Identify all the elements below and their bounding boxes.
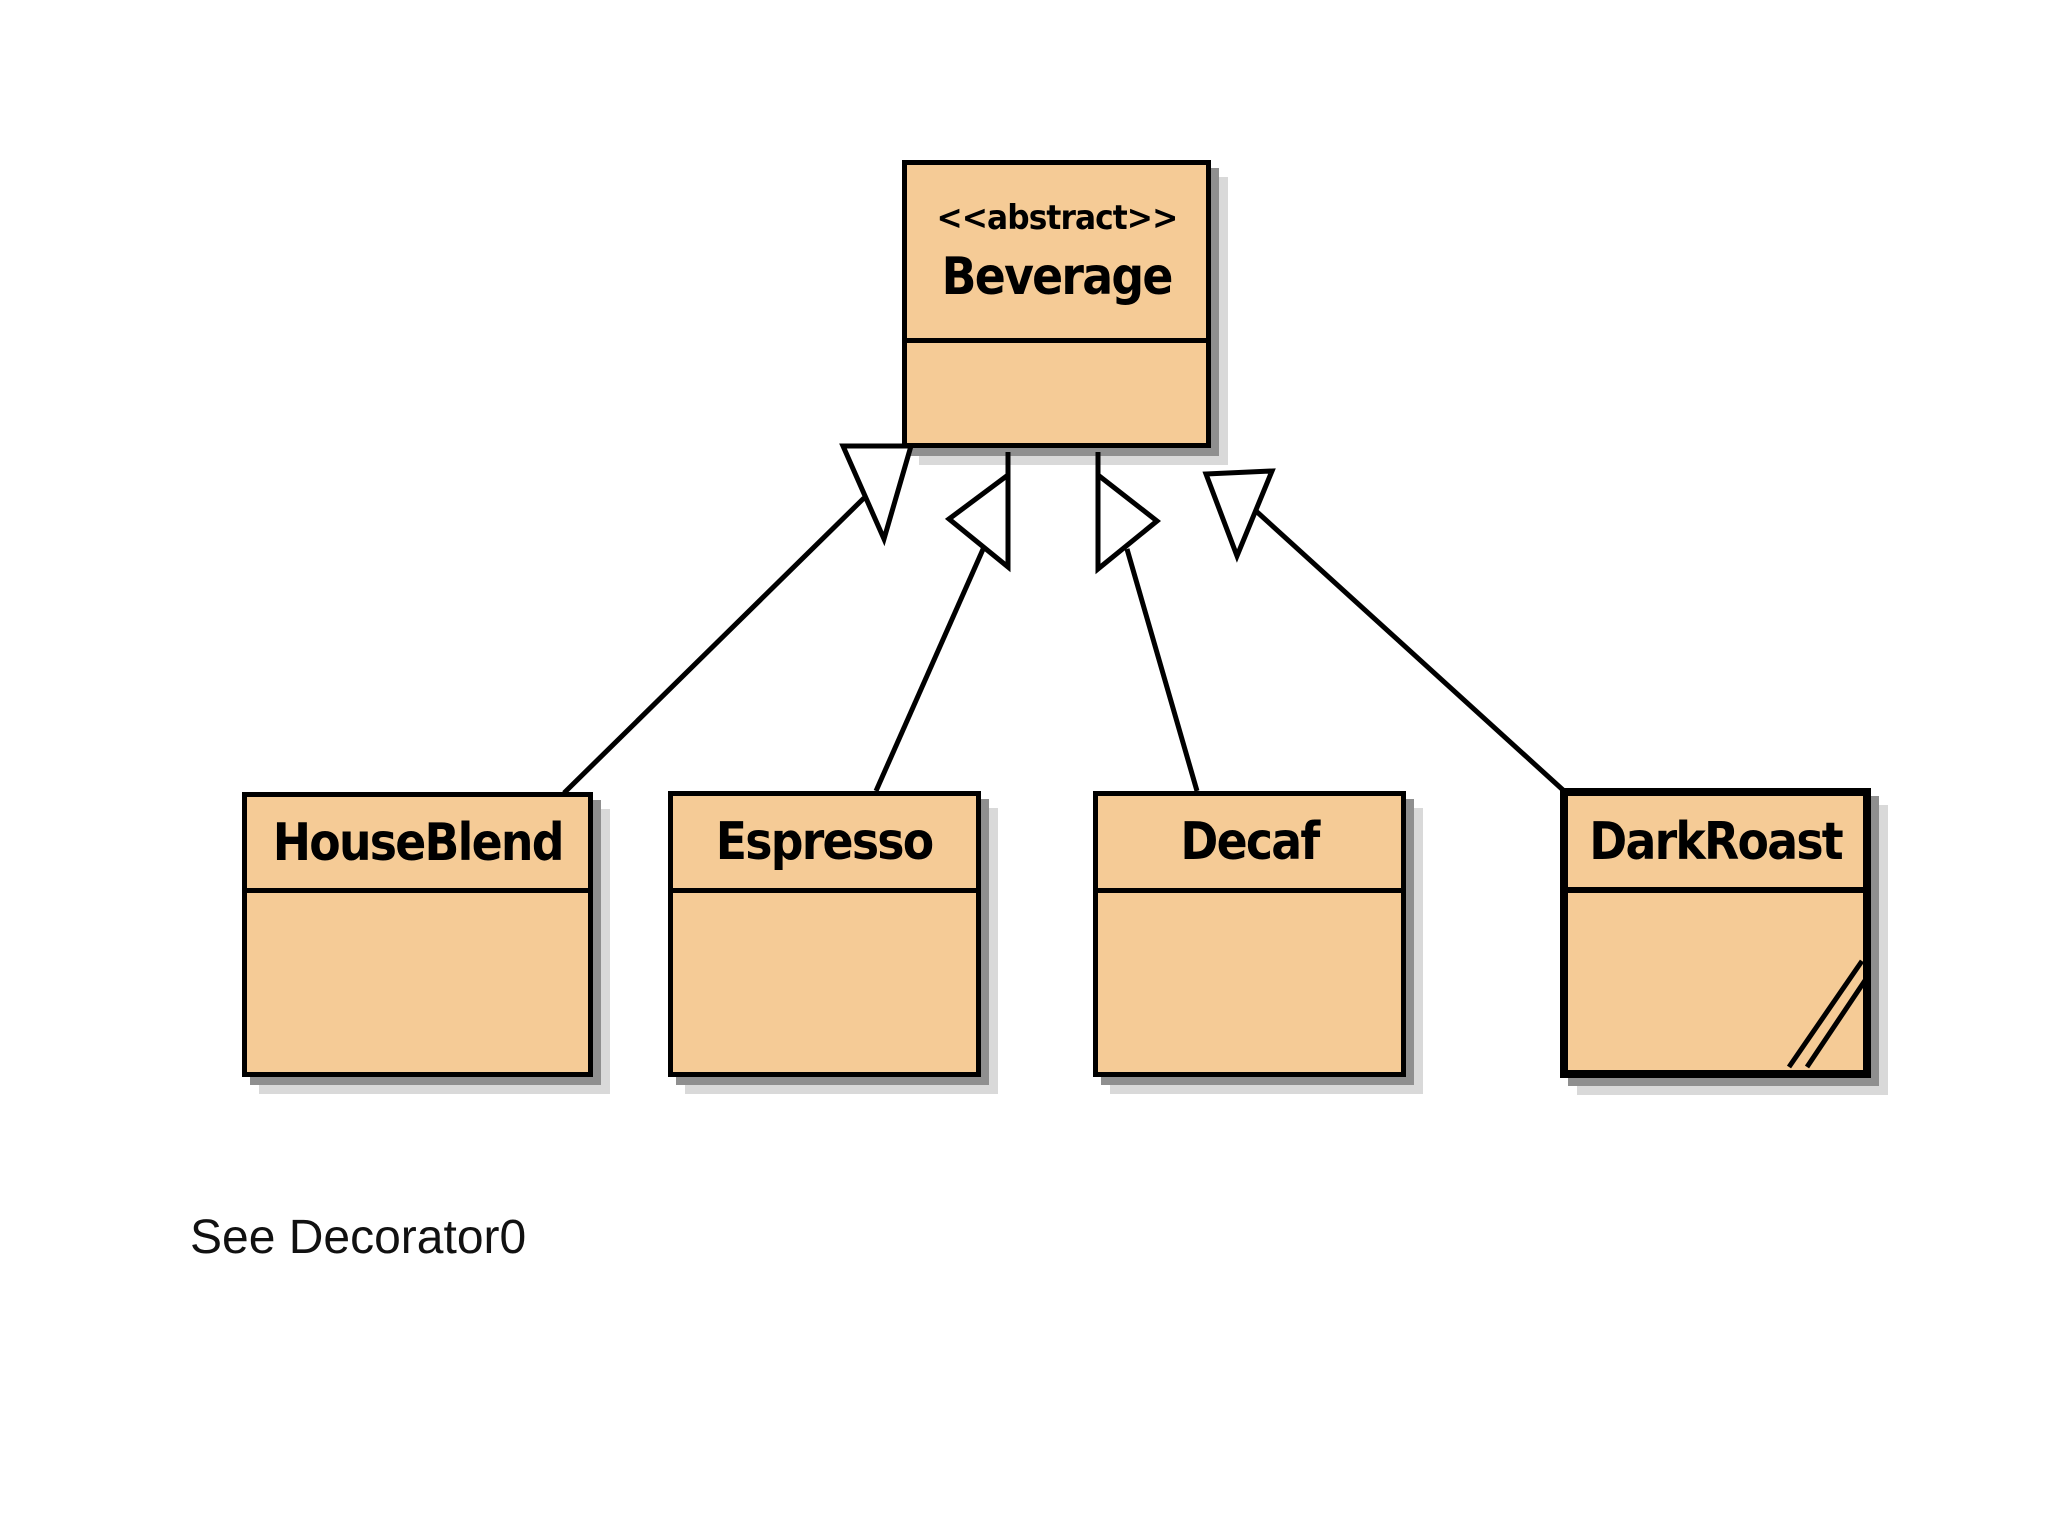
generalization-arrowhead-darkroast [1202,468,1276,563]
class-body-compartment [1098,893,1401,1072]
class-body-compartment [907,343,1206,443]
class-body-compartment [1568,893,1863,1070]
class-title-compartment: HouseBlend [247,797,588,893]
class-title-compartment: Decaf [1098,796,1401,893]
class-box-houseblend: HouseBlend [242,792,593,1077]
class-box-beverage: <<abstract>> Beverage [902,160,1211,448]
generalization-line-decaf [1124,548,1200,792]
class-title-compartment: DarkRoast [1568,796,1863,893]
generalization-arrowhead-decaf [1095,469,1162,575]
class-box-espresso: Espresso [668,791,981,1077]
note-see-decorator: See Decorator0 [190,1211,527,1264]
class-name-houseblend: HouseBlend [272,812,565,873]
class-title-compartment: Espresso [673,796,976,893]
stereotype-label: <<abstract>> [936,197,1178,238]
generalization-line-espresso [873,545,987,793]
generalization-arrowhead-houseblend [839,443,915,547]
generalization-arrowhead-espresso [944,470,1011,573]
generalization-line-houseblend [562,496,866,795]
class-name-decaf: Decaf [1180,812,1320,872]
class-body-compartment [673,893,976,1072]
class-body-compartment [247,893,588,1072]
class-box-decaf: Decaf [1093,791,1406,1077]
class-title-compartment: <<abstract>> Beverage [907,165,1206,343]
class-name-espresso: Espresso [716,812,934,872]
class-name-darkroast: DarkRoast [1589,811,1843,872]
class-name-beverage: Beverage [941,246,1174,307]
generalization-line-darkroast [1254,509,1565,792]
class-box-darkroast: DarkRoast [1560,788,1871,1078]
